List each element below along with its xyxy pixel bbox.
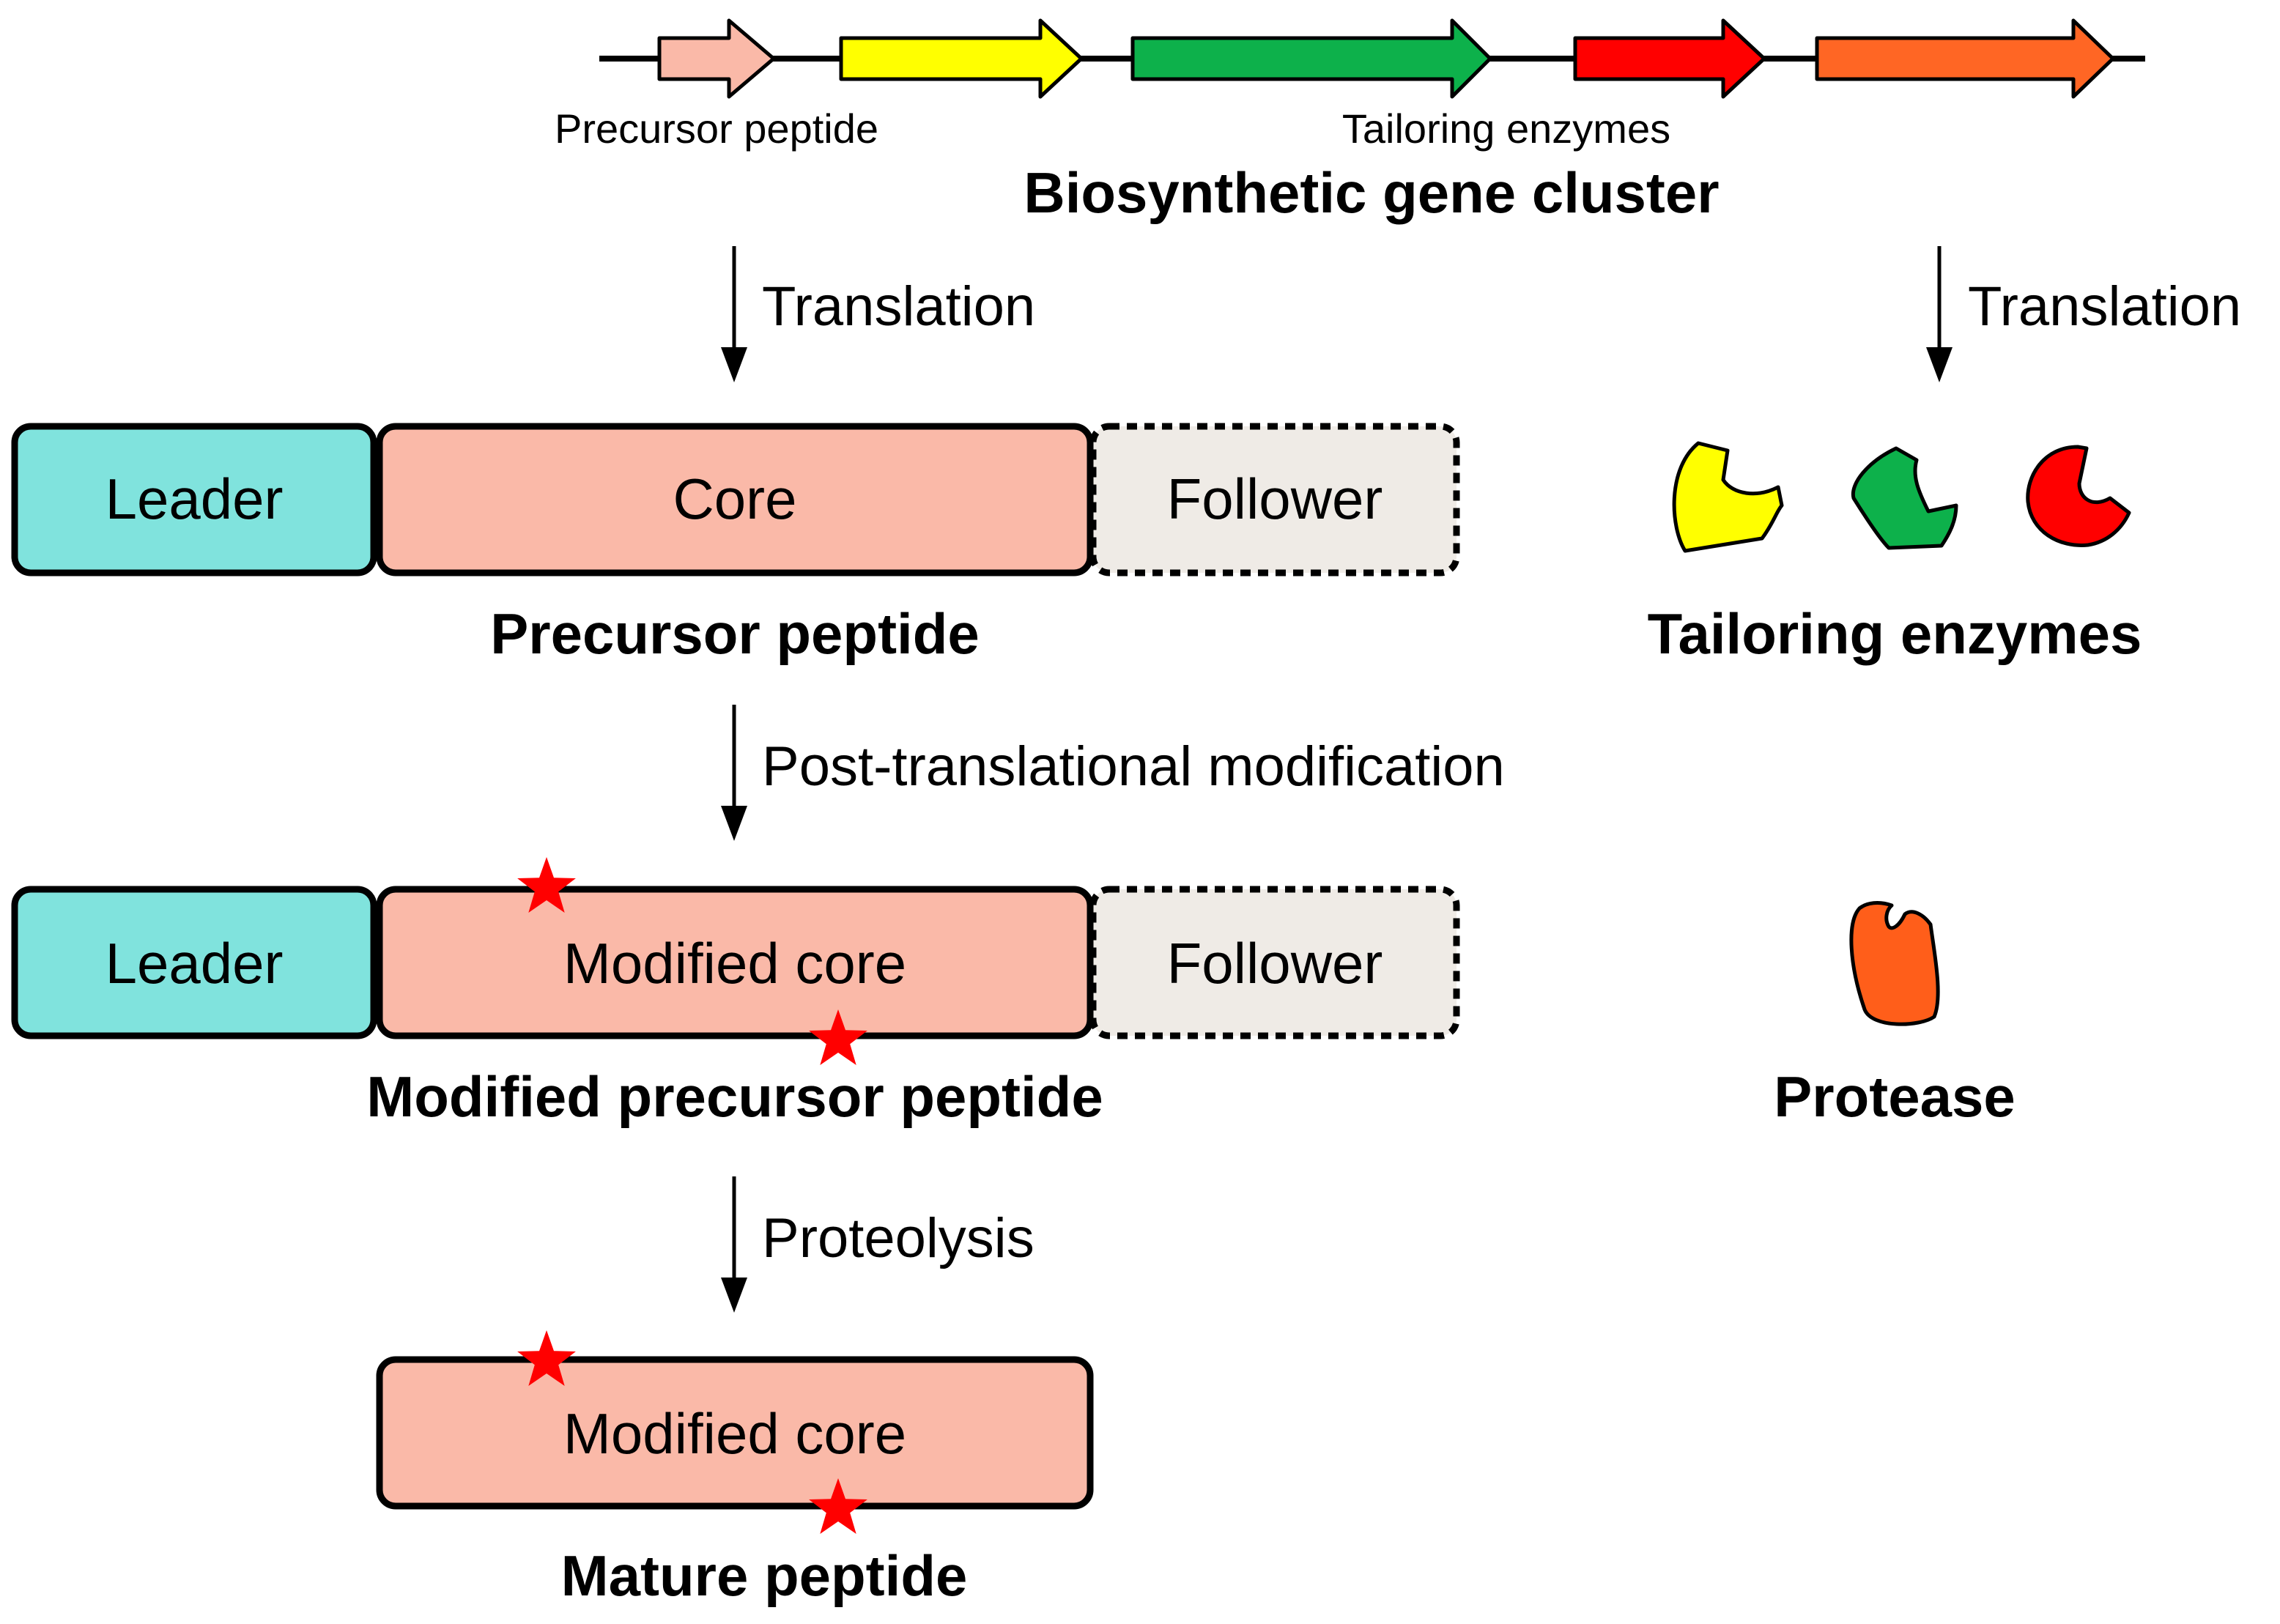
modified-follower-segment — [1089, 886, 1460, 1039]
gene-arrow-green — [1130, 18, 1492, 99]
red-enzyme-icon — [2026, 445, 2131, 547]
precursor-caption: Precursor peptide — [490, 601, 980, 666]
precursor-core-segment — [376, 423, 1094, 576]
gene-label-precursor: Precursor peptide — [555, 105, 878, 152]
step-label-ptm: Post-translational modification — [762, 735, 1505, 798]
mature-core-label: Modified core — [563, 1401, 906, 1466]
precursor-follower-segment — [1089, 423, 1460, 576]
protease-enzyme-icon — [1849, 901, 1940, 1026]
precursor-peptide: Leader Core Follower Precursor peptide — [11, 423, 1460, 666]
step-arrows — [721, 246, 1953, 1313]
modified-caption: Modified precursor peptide — [366, 1064, 1103, 1129]
step-label-translation-left: Translation — [762, 275, 1035, 338]
gene-arrow-precursor — [657, 18, 776, 99]
mature-core-segment — [376, 1356, 1094, 1510]
mature-caption: Mature peptide — [561, 1543, 968, 1608]
gene-cluster: Precursor peptide Tailoring enzymes Bios… — [555, 18, 2145, 225]
arrow-translation-left — [721, 246, 747, 382]
precursor-leader-segment — [11, 423, 377, 576]
precursor-follower-label: Follower — [1167, 467, 1383, 531]
gene-arrow-orange — [1815, 18, 2115, 99]
modified-follower-label: Follower — [1167, 931, 1383, 995]
precursor-core-label: Core — [673, 467, 796, 531]
tailoring-enzymes: Tailoring enzymes — [1648, 441, 2142, 666]
step-label-proteolysis: Proteolysis — [762, 1207, 1034, 1269]
modification-star-icon — [809, 1478, 867, 1534]
modified-core-segment — [376, 886, 1094, 1039]
modified-leader-label: Leader — [106, 931, 284, 995]
modified-leader-segment — [11, 886, 377, 1039]
green-enzyme-icon — [1851, 446, 1958, 550]
gene-label-tailoring: Tailoring enzymes — [1342, 105, 1670, 152]
mature-peptide: Modified core Mature peptide — [376, 1330, 1094, 1608]
modification-star-icon — [517, 1330, 576, 1386]
gene-arrow-red — [1573, 18, 1766, 99]
modified-core-label: Modified core — [563, 931, 906, 995]
gene-arrow-yellow — [839, 18, 1084, 99]
tailoring-enzymes-caption: Tailoring enzymes — [1648, 601, 2142, 666]
modification-star-icon — [517, 857, 576, 913]
yellow-enzyme-icon — [1672, 441, 1784, 553]
gene-cluster-title: Biosynthetic gene cluster — [1024, 160, 1719, 225]
precursor-leader-label: Leader — [106, 467, 284, 531]
modified-precursor-peptide: Leader Modified core Follower Modified p… — [11, 857, 1460, 1129]
protease-caption: Protease — [1774, 1064, 2016, 1129]
arrow-translation-right — [1926, 246, 1953, 382]
step-label-translation-right: Translation — [1968, 275, 2241, 338]
arrow-ptm — [721, 705, 747, 841]
modification-star-icon — [809, 1009, 867, 1065]
protease: Protease — [1774, 901, 2016, 1129]
arrow-proteolysis — [721, 1176, 747, 1313]
